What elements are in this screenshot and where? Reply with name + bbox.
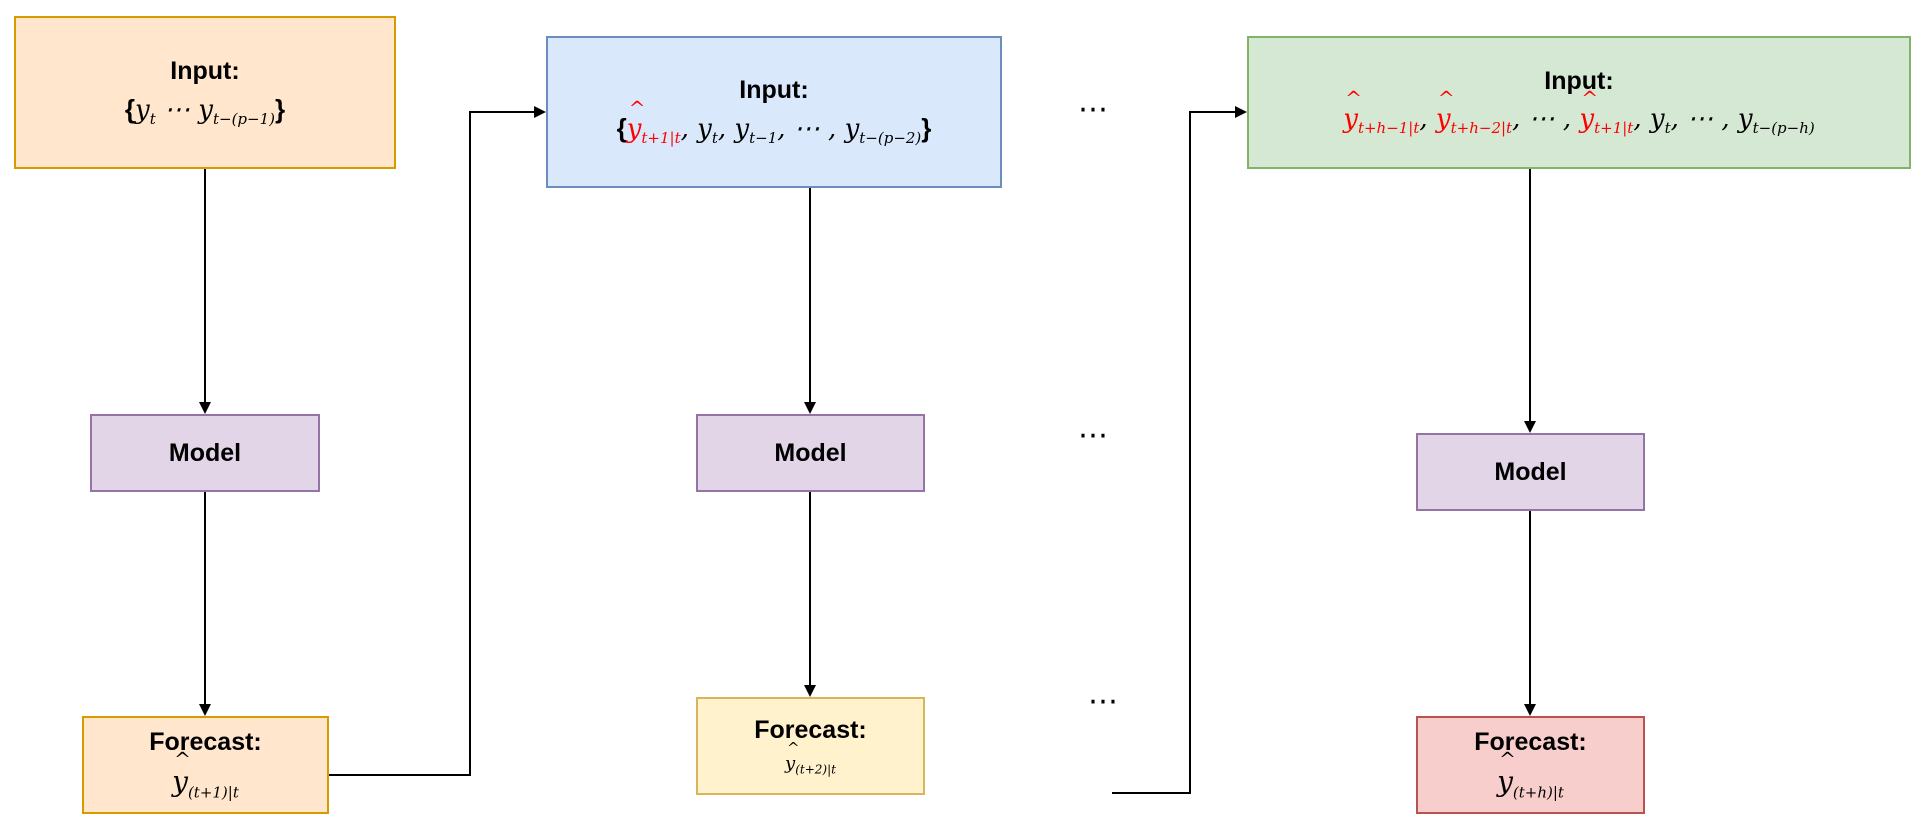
input-formula-step3: yt+h−1|t, yt+h−2|t, ⋯ , yt+1|t, yt, ⋯ , … (1343, 86, 1815, 137)
model-label-step3: Model (1494, 457, 1567, 486)
forecast-label-step3: Forecast: (1474, 728, 1587, 757)
input-formula-step2: {yt+1|t, yt, yt−1, ⋯ , yt−(p−2)} (617, 96, 932, 147)
forecast-formula-step3: y(t+h)|t (1497, 747, 1564, 802)
forecast-box-step2: Forecast: y(t+2)|t (696, 697, 925, 795)
forecast-box-step3: Forecast: y(t+h)|t (1416, 716, 1645, 814)
ellipsis-bottom: ⋯ (1088, 684, 1124, 719)
ellipsis-middle: ⋯ (1078, 418, 1114, 453)
input-label-step3: Input: (1544, 67, 1614, 96)
forecast-box-step1: Forecast: y(t+1)|t (82, 716, 329, 814)
input-formula-step1: {yt ⋯ yt−(p−1)} (124, 93, 286, 129)
forecast-formula-step1: y(t+1)|t (172, 747, 239, 802)
forecast-formula-step2: y(t+2)|t (785, 739, 836, 777)
model-label-step2: Model (774, 438, 847, 467)
arrow-forecast1-to-input2 (329, 106, 546, 776)
input-box-step2: Input: {yt+1|t, yt, yt−1, ⋯ , yt−(p−2)} (546, 36, 1002, 188)
forecast-label-step1: Forecast: (149, 728, 262, 757)
input-label-step2: Input: (739, 76, 809, 105)
model-box-step2: Model (696, 414, 925, 492)
forecast-label-step2: Forecast: (754, 715, 867, 744)
model-label-step1: Model (168, 438, 242, 467)
model-box-step1: Model (90, 414, 320, 492)
input-box-step1: Input: {yt ⋯ yt−(p−1)} (14, 16, 396, 169)
model-box-step3: Model (1416, 433, 1645, 511)
ellipsis-top: ⋯ (1078, 92, 1114, 127)
arrow-feedback-to-input3 (1112, 106, 1247, 794)
input-box-step3: Input: yt+h−1|t, yt+h−2|t, ⋯ , yt+1|t, y… (1247, 36, 1911, 169)
input-label-step1: Input: (170, 56, 240, 85)
